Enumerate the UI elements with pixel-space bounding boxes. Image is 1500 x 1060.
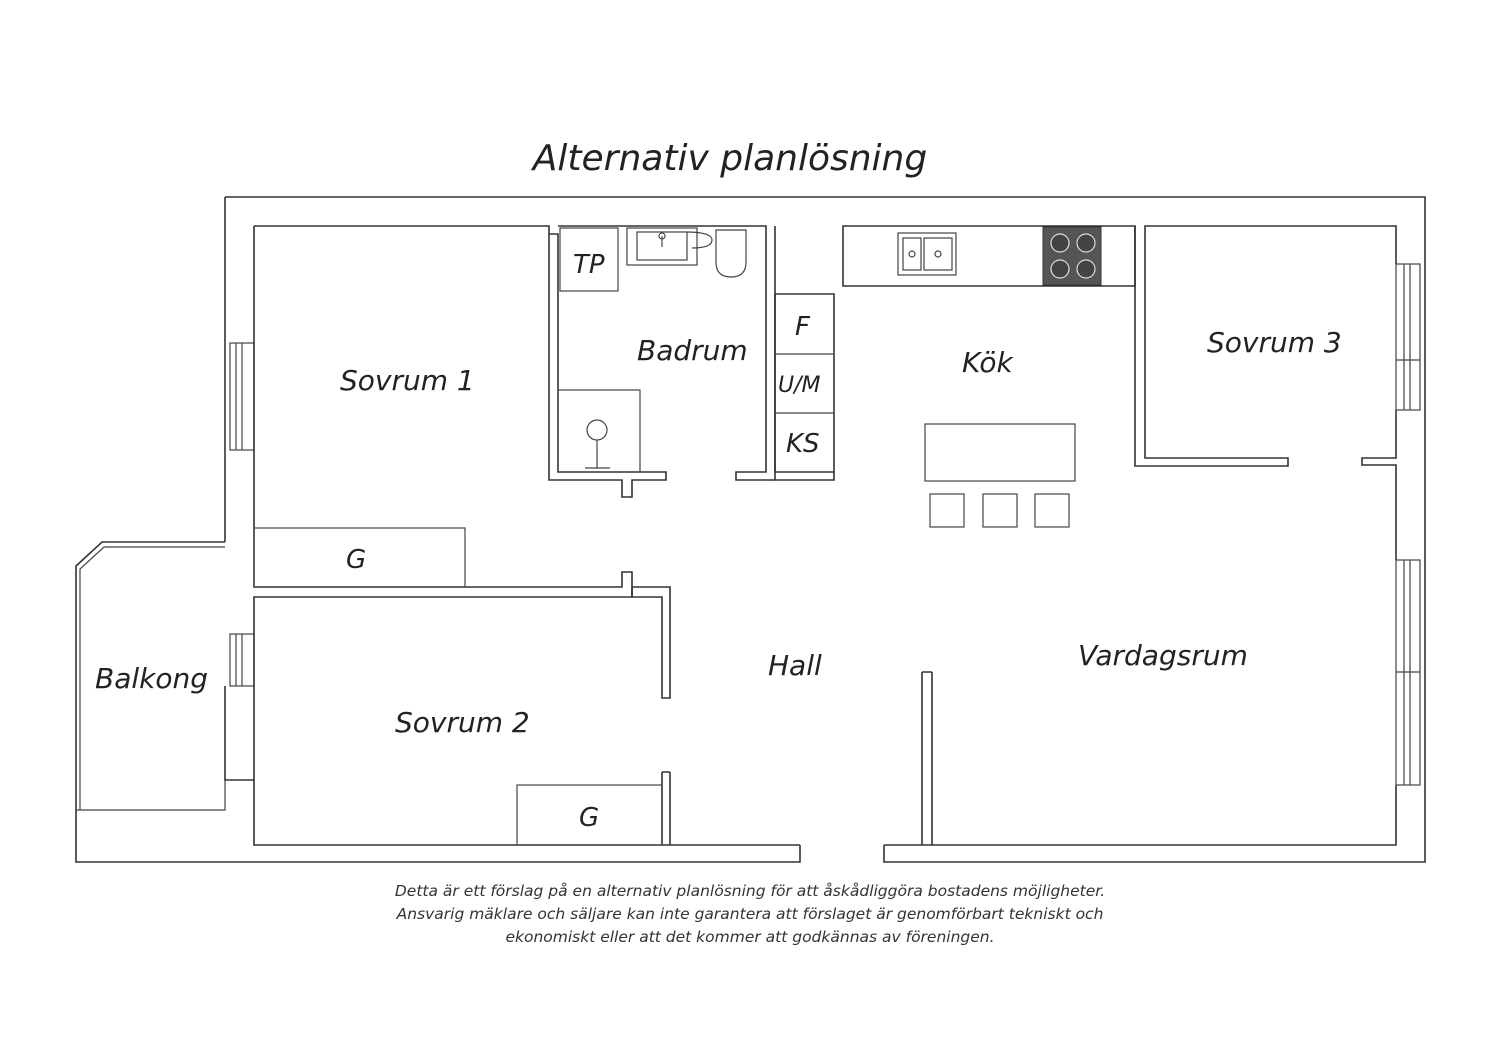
balcony [75,541,226,811]
room-label-kok: Kök [962,346,1014,379]
room-label-badrum: Badrum [637,334,748,367]
bathroom-fixtures [557,227,747,473]
room-label-balkong: Balkong [95,662,208,695]
wardrobes [253,527,663,846]
fixture-label-um: U/M [778,373,821,398]
interior-walls [253,225,1136,845]
disclaimer-line-2: Ansvarig mäklare och säljare kan inte ga… [396,905,1104,923]
room-label-sovrum-1: Sovrum 1 [340,364,475,397]
disclaimer-line-3: ekonomiskt eller att det kommer att godk… [505,928,995,946]
fixture-label-f: F [795,312,811,342]
room-label-sovrum-2: Sovrum 2 [395,706,530,739]
room-label-vardagsrum: Vardagsrum [1078,639,1248,672]
kitchen-appliances [775,226,1102,528]
disclaimer: Detta är ett förslag på en alternativ pl… [300,880,1200,949]
wardrobe-label-g-1: G [346,545,366,575]
room-label-sovrum-3: Sovrum 3 [1207,326,1342,359]
outer-walls [75,196,1426,863]
wardrobe-label-g-2: G [579,803,599,833]
disclaimer-line-1: Detta är ett förslag på en alternativ pl… [394,882,1106,900]
room-label-hall: Hall [768,649,822,682]
fixture-label-ks: KS [786,429,820,459]
stove-icon [1042,226,1102,286]
page-title: Alternativ planlösning [532,138,928,179]
fixture-label-tp: TP [573,250,605,280]
